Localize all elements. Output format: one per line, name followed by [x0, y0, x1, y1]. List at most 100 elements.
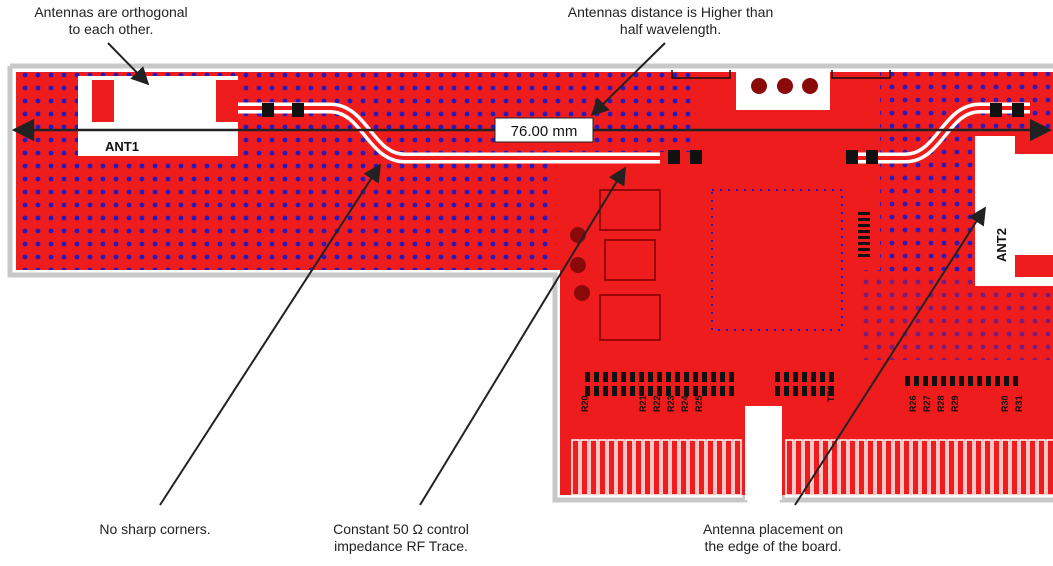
smd-pad	[784, 372, 789, 382]
connector-finger	[634, 439, 643, 496]
smd-pad	[858, 230, 870, 233]
connector-finger	[670, 439, 679, 496]
callout-arrows	[107, 42, 986, 506]
silk-label: R22	[652, 395, 662, 412]
smd-pad	[684, 386, 689, 396]
silk-label: R25	[694, 395, 704, 412]
connector-finger	[598, 439, 607, 496]
connector-finger	[607, 439, 616, 496]
smd-pad	[702, 386, 707, 396]
connector-finger	[875, 439, 884, 496]
smd-pad	[711, 372, 716, 382]
connector-finger	[643, 439, 652, 496]
callout-corners: No sharp corners.	[55, 521, 255, 538]
smd-pad	[820, 372, 825, 382]
smd-pad	[594, 386, 599, 396]
edge-connector-fingers	[571, 439, 1053, 496]
callout-text: No sharp corners.	[99, 521, 211, 537]
callout-placement: Antenna placement on the edge of the boa…	[668, 521, 878, 555]
dimension-line: 76.00 mm	[11, 117, 1053, 143]
smd-pad	[995, 376, 1000, 386]
smd-pad	[612, 372, 617, 382]
dimension-label: 76.00 mm	[511, 123, 578, 140]
connector-finger	[830, 439, 839, 496]
connector-finger	[733, 439, 742, 496]
smd-pad	[630, 386, 635, 396]
smd-pad	[585, 386, 590, 396]
callout-text: Antennas distance is Higher than	[567, 4, 774, 20]
connector-finger	[688, 439, 697, 496]
connector-finger	[1028, 439, 1037, 496]
connector-finger	[992, 439, 1001, 496]
smd-pad	[829, 386, 834, 396]
smd-pad	[666, 372, 671, 382]
silk-label-tp6: TP6	[826, 385, 836, 402]
connector-finger	[1010, 439, 1019, 496]
callout-text: half wavelength.	[619, 21, 722, 37]
connector-finger	[625, 439, 634, 496]
connector-finger	[1019, 439, 1028, 496]
ant1-pads	[92, 80, 238, 122]
smd-pad	[941, 376, 946, 386]
connector-finger	[965, 439, 974, 496]
smd-pad	[675, 386, 680, 396]
smd-pad	[648, 386, 653, 396]
connector-finger	[866, 439, 875, 496]
smd-pad	[657, 386, 662, 396]
smd-pad	[858, 254, 870, 257]
connector-finger	[1046, 439, 1053, 496]
callout-text: to each other.	[68, 21, 154, 37]
ant1-label: ANT1	[105, 139, 139, 154]
smd-pad	[603, 386, 608, 396]
connector-finger	[857, 439, 866, 496]
smd-pad	[720, 386, 725, 396]
ant2-label: ANT2	[994, 228, 1009, 262]
silk-label: R27	[922, 395, 932, 412]
connector-finger	[697, 439, 706, 496]
smd-pad	[950, 376, 955, 386]
callout-impedance: Constant 50 Ω control impedance RF Trace…	[296, 521, 506, 555]
connector-finger	[724, 439, 733, 496]
connector-finger	[938, 439, 947, 496]
connector-finger	[839, 439, 848, 496]
connector-finger	[920, 439, 929, 496]
smd-pad	[858, 212, 870, 215]
arrow-corners	[159, 163, 381, 506]
connector-finger	[893, 439, 902, 496]
callout-text: impedance RF Trace.	[334, 538, 468, 554]
smd-pad	[603, 372, 608, 382]
smd-pad	[666, 386, 671, 396]
smd-pad	[811, 372, 816, 382]
connector-finger	[929, 439, 938, 496]
connector-finger	[983, 439, 992, 496]
smd-pad	[802, 372, 807, 382]
silkscreen-labels: TP6 R20 R21 R22 R23 R24 R25 R26 R27 R28 …	[580, 385, 1024, 412]
arrow-distance	[590, 42, 666, 117]
silk-label: R28	[936, 395, 946, 412]
smd-pad	[684, 372, 689, 382]
smd-pad	[858, 242, 870, 245]
smd-pad	[968, 376, 973, 386]
smd-pad	[802, 386, 807, 396]
smd-pad	[729, 372, 734, 382]
smd-pad	[594, 372, 599, 382]
callout-distance: Antennas distance is Higher than half wa…	[563, 4, 778, 38]
smd-pad	[630, 372, 635, 382]
smd-pad	[811, 386, 816, 396]
component-pads	[262, 70, 1024, 396]
connector-finger	[571, 439, 580, 496]
connector-finger	[803, 439, 812, 496]
silk-label: R29	[950, 395, 960, 412]
connector-finger	[679, 439, 688, 496]
connector-finger	[974, 439, 983, 496]
smd-pad	[784, 386, 789, 396]
smd-pad	[775, 386, 780, 396]
smd-pad	[1004, 376, 1009, 386]
connector-finger	[1001, 439, 1010, 496]
callout-text: Antenna placement on	[702, 521, 844, 537]
smd-pad	[693, 386, 698, 396]
smd-pad	[923, 376, 928, 386]
connector-finger	[580, 439, 589, 496]
smd-pad	[858, 224, 870, 227]
smd-pad	[657, 372, 662, 382]
